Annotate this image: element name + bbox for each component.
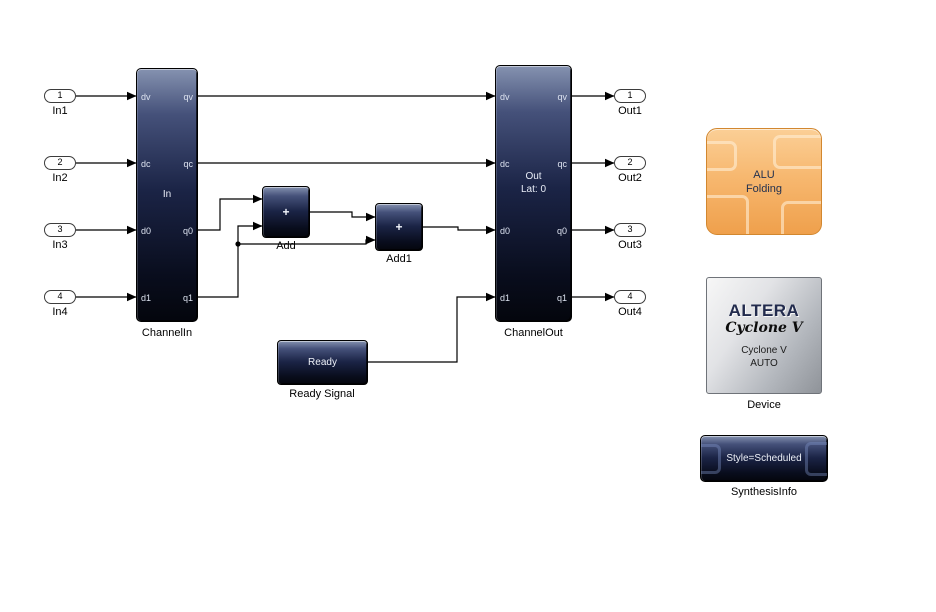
alu-line2: Folding xyxy=(745,182,783,195)
outport-3-label: Out3 xyxy=(618,239,642,251)
wire-q0-to-add[interactable] xyxy=(198,194,263,231)
add1-symbol: + xyxy=(395,220,403,234)
circuit-deco xyxy=(707,195,749,234)
port-label-q1: q1 xyxy=(182,293,193,303)
alu-folding-text: ALU Folding xyxy=(707,129,821,234)
circuit-deco xyxy=(701,444,721,474)
port-label-q0: q0 xyxy=(556,226,567,236)
outport-2[interactable]: 2 xyxy=(614,156,646,170)
port-label-dc: dc xyxy=(500,159,510,169)
altera-logo: ALTERA xyxy=(728,301,800,320)
wire-q1-to-add[interactable] xyxy=(198,221,263,298)
port-label-d1: d1 xyxy=(500,293,511,303)
block-add[interactable]: + xyxy=(262,186,310,238)
inport-4[interactable]: 4 xyxy=(44,290,76,304)
block-add1[interactable]: + xyxy=(375,203,423,251)
port-label-dv: dv xyxy=(500,92,510,102)
inport-3-label: In3 xyxy=(52,239,68,251)
port-label-qv: qv xyxy=(183,92,193,102)
device-part: AUTO xyxy=(750,358,778,369)
inport-4-label: In4 xyxy=(52,306,68,318)
inport-3[interactable]: 3 xyxy=(44,223,76,237)
circuit-deco xyxy=(781,201,821,234)
synthesis-info-name: SynthesisInfo xyxy=(730,486,798,498)
outport-3[interactable]: 3 xyxy=(614,223,646,237)
circuit-deco xyxy=(805,442,827,476)
port-label-q1: q1 xyxy=(556,293,567,303)
wire-q1-branch-to-add1[interactable] xyxy=(238,235,376,245)
outport-4-label: Out4 xyxy=(618,306,642,318)
circuit-deco xyxy=(707,141,737,171)
inport-1[interactable]: 1 xyxy=(44,89,76,103)
port-label-q0: q0 xyxy=(182,226,193,236)
cyclone-logo: Cyclone V xyxy=(725,320,803,336)
ready-text: Ready xyxy=(308,357,337,368)
channel-out-title: Out xyxy=(525,171,542,182)
port-label-qv: qv xyxy=(557,92,567,102)
block-ready-signal[interactable]: Ready xyxy=(277,340,368,385)
add-symbol: + xyxy=(282,205,290,219)
block-channel-out[interactable]: Out Lat: 0 dv dc d0 d1 qv qc q0 q1 xyxy=(495,65,572,322)
wire-add-to-add1[interactable] xyxy=(310,211,376,222)
port-label-d1: d1 xyxy=(141,293,152,303)
port-label-qc: qc xyxy=(557,159,567,169)
channel-out-name: ChannelOut xyxy=(504,327,563,339)
block-device[interactable]: ALTERA Cyclone V Cyclone V AUTO xyxy=(706,277,822,394)
synthesis-style-text: Style=Scheduled xyxy=(726,453,802,464)
channel-in-title: In xyxy=(162,189,172,200)
block-channel-in[interactable]: In dv dc d0 d1 qv qc q0 q1 xyxy=(136,68,198,322)
wire-ready-to-d1[interactable] xyxy=(368,292,496,363)
outport-1-label: Out1 xyxy=(618,105,642,117)
device-name: Device xyxy=(747,399,781,411)
port-label-dv: dv xyxy=(141,92,151,102)
block-alu-folding[interactable]: ALU Folding xyxy=(706,128,822,235)
port-label-qc: qc xyxy=(183,159,193,169)
inport-2[interactable]: 2 xyxy=(44,156,76,170)
add1-name: Add1 xyxy=(386,253,412,265)
block-synthesis-info[interactable]: Style=Scheduled xyxy=(700,435,828,482)
outport-2-label: Out2 xyxy=(618,172,642,184)
inport-2-label: In2 xyxy=(52,172,68,184)
inport-1-label: In1 xyxy=(52,105,68,117)
circuit-deco xyxy=(773,135,821,169)
ready-signal-name: Ready Signal xyxy=(289,388,355,400)
alu-line1: ALU xyxy=(753,168,775,181)
wire-add1-to-d0[interactable] xyxy=(423,225,496,235)
channel-in-name: ChannelIn xyxy=(141,327,193,339)
port-label-d0: d0 xyxy=(141,226,152,236)
junction-dot xyxy=(235,241,241,247)
outport-4[interactable]: 4 xyxy=(614,290,646,304)
port-label-dc: dc xyxy=(141,159,151,169)
port-label-d0: d0 xyxy=(500,226,511,236)
channel-out-latency: Lat: 0 xyxy=(520,184,547,195)
add-name: Add xyxy=(276,240,296,252)
outport-1[interactable]: 1 xyxy=(614,89,646,103)
device-family: Cyclone V xyxy=(741,345,787,356)
